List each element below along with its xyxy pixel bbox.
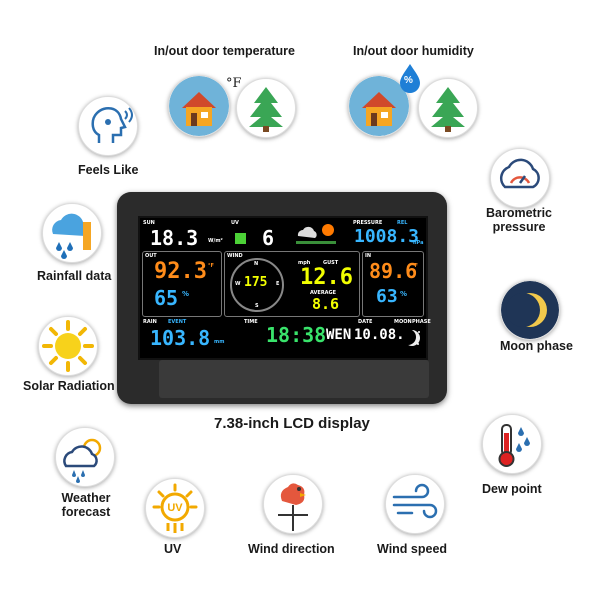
uv-icon: UV bbox=[145, 478, 205, 538]
day-value: WEN bbox=[326, 327, 352, 343]
outdoor-panel bbox=[142, 251, 222, 317]
gust-value: 12.6 bbox=[300, 265, 353, 290]
label-uv: UV bbox=[164, 542, 182, 556]
weather-station-device: SUN 18.3 W/m² UV 6 PRESSURE REL 1008.3 h… bbox=[117, 192, 447, 404]
wind-direction-icon bbox=[263, 474, 323, 534]
compass-e: E bbox=[276, 281, 280, 287]
uv-bar bbox=[235, 233, 246, 244]
in-temp: 89.6 bbox=[369, 259, 418, 283]
label-moon-phase: Moon phase bbox=[500, 339, 573, 353]
house-icon bbox=[348, 75, 410, 137]
humidity-drop-icon: % bbox=[398, 63, 422, 93]
label-inout-humidity: In/out door humidity bbox=[353, 44, 474, 58]
sun-icon bbox=[38, 316, 98, 376]
label-feels-like: Feels Like bbox=[78, 163, 139, 177]
uv-value: 6 bbox=[262, 226, 275, 250]
in-temp-unit: °F bbox=[412, 263, 418, 269]
forecast-icon bbox=[294, 222, 338, 246]
out-humidity-unit: % bbox=[182, 290, 190, 298]
rain-value: 103.8 bbox=[150, 326, 211, 350]
label-dew-point: Dew point bbox=[482, 482, 542, 496]
device-stand bbox=[159, 360, 429, 398]
out-temp: 92.3 bbox=[154, 259, 207, 284]
in-label: IN bbox=[365, 253, 372, 259]
moon-phase-icon bbox=[500, 280, 560, 340]
gust-label: GUST bbox=[323, 260, 339, 266]
label-wind-direction: Wind direction bbox=[248, 542, 335, 556]
time-label: TIME bbox=[244, 319, 258, 325]
pressure-value: 1008.3 bbox=[354, 226, 420, 247]
compass-s: S bbox=[255, 303, 259, 309]
wind-unit: mph bbox=[298, 260, 311, 266]
rain-label: RAIN bbox=[143, 319, 157, 325]
sun-label: SUN bbox=[143, 220, 155, 226]
out-label: OUT bbox=[145, 253, 157, 259]
pressure-label: PRESSURE bbox=[353, 220, 383, 226]
dew-point-icon bbox=[482, 414, 542, 474]
compass-value: 175 bbox=[244, 275, 268, 290]
sun-unit: W/m² bbox=[208, 238, 223, 244]
svg-text:UV: UV bbox=[167, 502, 183, 514]
phase-label: PHASE bbox=[412, 319, 431, 325]
lcd-screen: SUN 18.3 W/m² UV 6 PRESSURE REL 1008.3 h… bbox=[138, 216, 431, 360]
label-wind-speed: Wind speed bbox=[377, 542, 448, 556]
house-icon bbox=[168, 75, 230, 137]
time-value: 18:38 bbox=[266, 323, 327, 347]
moon-icon bbox=[400, 328, 422, 348]
rain-unit: mm bbox=[214, 339, 225, 345]
rainfall-icon bbox=[42, 203, 102, 263]
fahrenheit-icon: °F bbox=[226, 76, 242, 91]
feels-like-icon bbox=[78, 96, 138, 156]
label-solar-radiation: Solar Radiation bbox=[23, 379, 115, 393]
label-inout-temperature: In/out door temperature bbox=[154, 44, 295, 58]
display-caption: 7.38-inch LCD display bbox=[214, 415, 370, 432]
pressure-sub: REL bbox=[397, 220, 408, 226]
sun-value: 18.3 bbox=[150, 226, 199, 250]
pressure-unit: hPa bbox=[413, 240, 424, 246]
wind-speed-icon bbox=[385, 474, 445, 534]
weather-forecast-icon bbox=[55, 427, 115, 487]
moon-label: MOON bbox=[394, 319, 412, 325]
out-temp-unit: °F bbox=[208, 263, 214, 269]
barometer-icon bbox=[490, 148, 550, 208]
wind-label: WIND bbox=[227, 253, 243, 259]
date-label: DATE bbox=[358, 319, 373, 325]
humidity-unit: % bbox=[404, 75, 413, 86]
label-rainfall: Rainfall data bbox=[37, 269, 112, 283]
tree-icon bbox=[236, 78, 296, 138]
label-barometric-pressure: Barometric pressure bbox=[486, 206, 552, 234]
rain-sub: EVENT bbox=[168, 319, 187, 325]
indoor-panel bbox=[362, 251, 424, 317]
average-value: 8.6 bbox=[312, 295, 340, 313]
wind-panel bbox=[224, 251, 360, 317]
out-humidity: 65 bbox=[154, 286, 179, 310]
compass-w: W bbox=[235, 281, 241, 287]
uv-label: UV bbox=[231, 220, 239, 226]
average-label: AVERAGE bbox=[310, 290, 337, 296]
in-humidity: 63 bbox=[376, 286, 398, 307]
compass-n: N bbox=[254, 261, 259, 267]
date-value: 10.08. bbox=[354, 327, 405, 343]
label-weather-forecast: Weather forecast bbox=[61, 491, 111, 519]
tree-icon bbox=[418, 78, 478, 138]
in-humidity-unit: % bbox=[400, 290, 408, 298]
compass-dial: N S E W 175 bbox=[230, 258, 284, 312]
